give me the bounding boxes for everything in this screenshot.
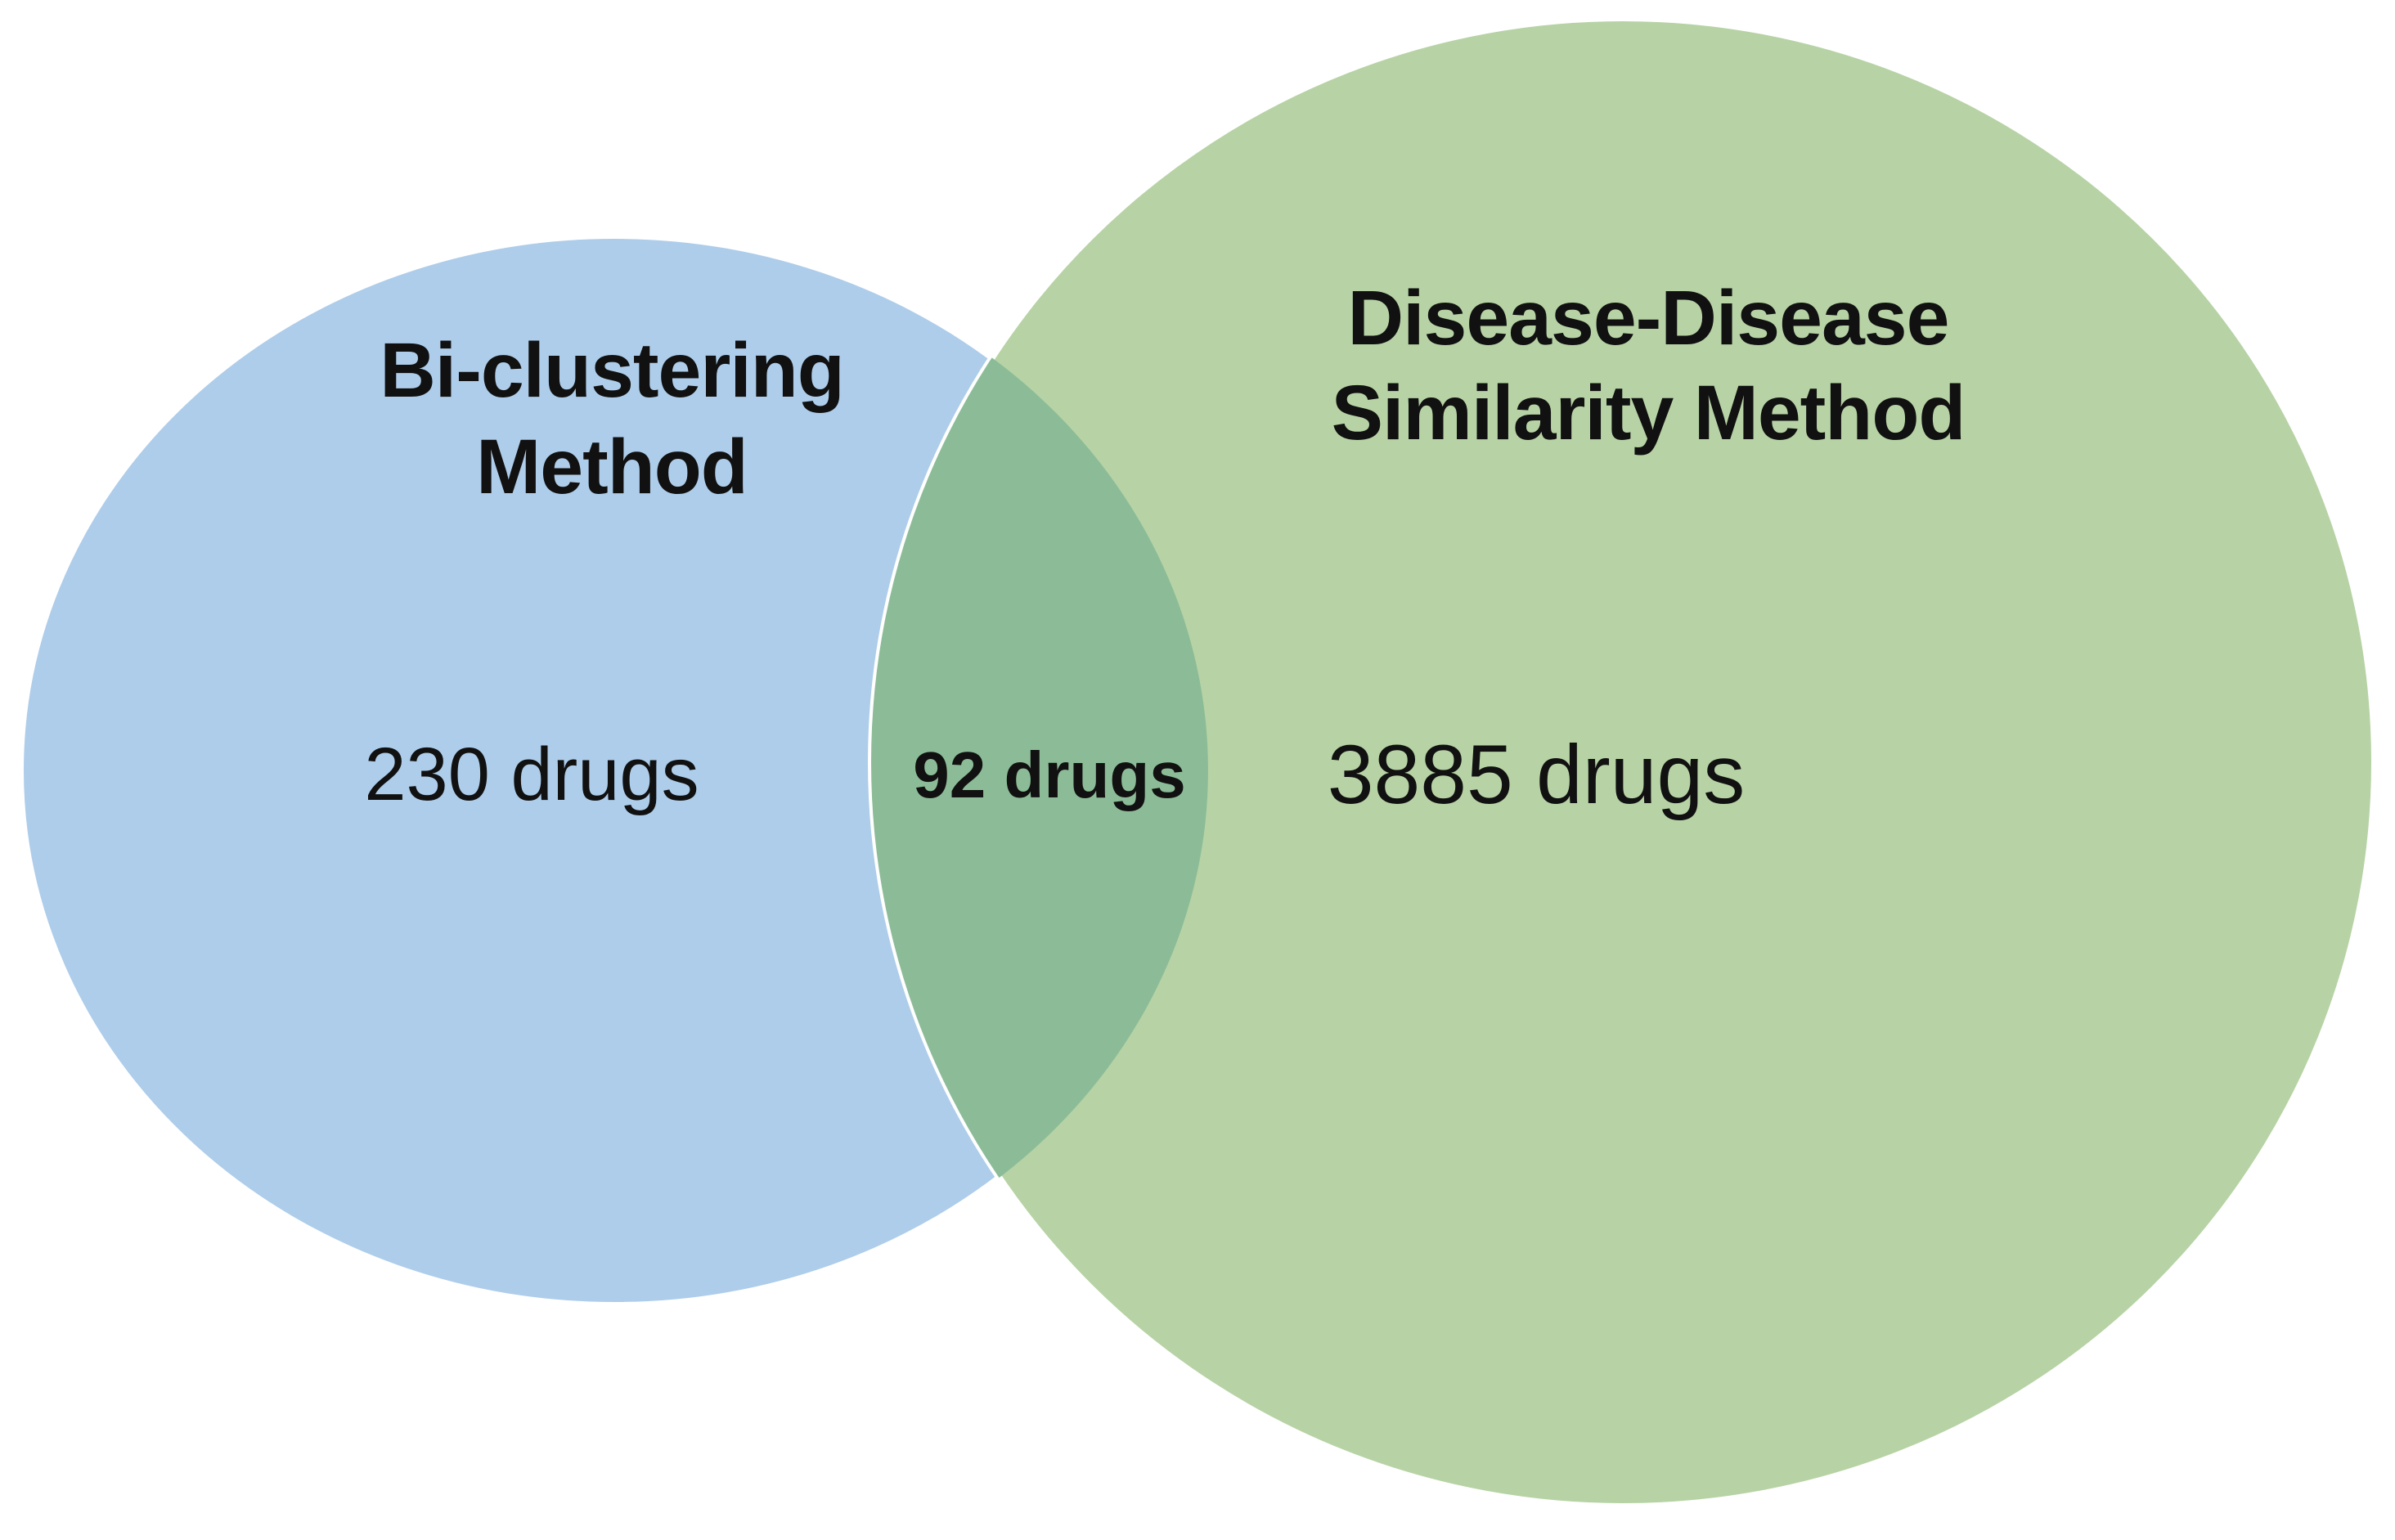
bi-clustering-set-label-line2: Method — [476, 424, 748, 510]
disease-similarity-set-label-line2: Similarity Method — [1332, 370, 1966, 456]
disease-similarity-set-count: 3885 drugs — [1328, 728, 1745, 821]
bi-clustering-set-label-line1: Bi-clustering — [380, 327, 844, 414]
intersection-count: 92 drugs — [913, 739, 1185, 811]
disease-similarity-set-label-line1: Disease-Disease — [1348, 275, 1949, 361]
bi-clustering-set-count: 230 drugs — [364, 733, 699, 816]
